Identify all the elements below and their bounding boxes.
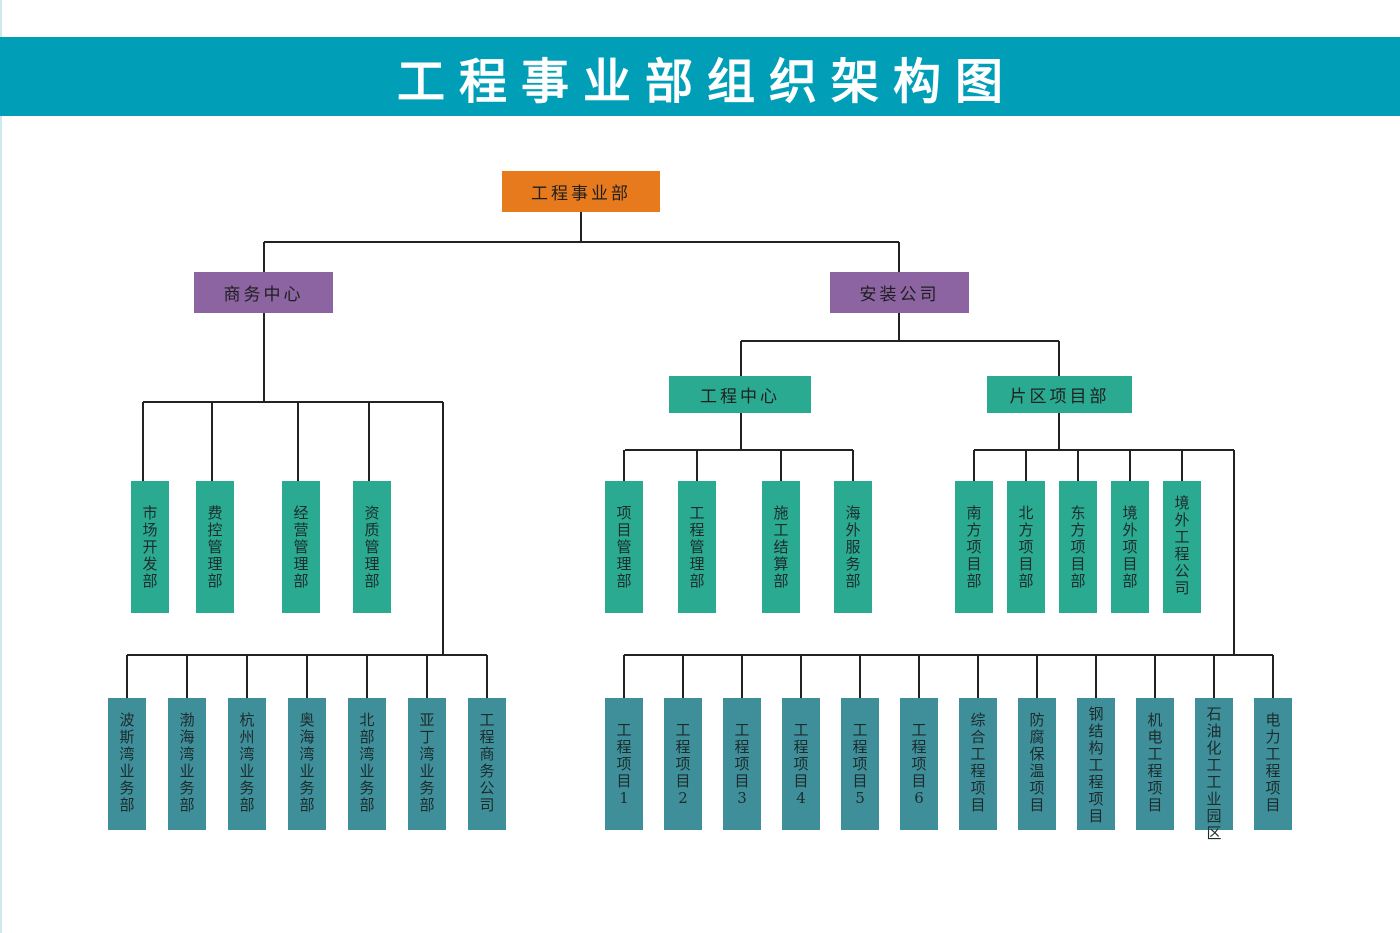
org-unit-label: 北部湾业务部 xyxy=(359,711,375,814)
org-unit-label: 境外项目部 xyxy=(1122,504,1138,590)
org-unit-box[interactable]: 渤海湾业务部 xyxy=(168,698,206,830)
node-anzhuang-company[interactable]: 安装公司 xyxy=(830,272,969,313)
org-unit-box[interactable]: 北方项目部 xyxy=(1007,481,1045,613)
org-unit-label: 工程商务公司 xyxy=(479,711,495,814)
org-unit-box[interactable]: 市场开发部 xyxy=(131,481,169,613)
node-label: 安装公司 xyxy=(859,285,940,305)
org-unit-label: 防腐保温项目 xyxy=(1029,711,1045,814)
org-unit-box[interactable]: 东方项目部 xyxy=(1059,481,1097,613)
org-unit-box[interactable]: 机电工程项目 xyxy=(1136,698,1174,830)
root-label: 工程事业部 xyxy=(531,184,631,204)
org-unit-label: 杭州湾业务部 xyxy=(239,711,255,814)
org-unit-box[interactable]: 项目管理部 xyxy=(605,481,643,613)
node-label: 片区项目部 xyxy=(1009,387,1110,407)
org-unit-label: 工程管理部 xyxy=(689,504,705,590)
node-shangwu-center[interactable]: 商务中心 xyxy=(194,272,333,313)
org-unit-box[interactable]: 工程管理部 xyxy=(678,481,716,613)
org-unit-label: 费控管理部 xyxy=(207,504,223,590)
org-unit-box[interactable]: 资质管理部 xyxy=(353,481,391,613)
root-node[interactable]: 工程事业部 xyxy=(502,171,660,212)
org-unit-box[interactable]: 钢结构工程项目 xyxy=(1077,698,1115,830)
org-unit-label: 机电工程项目 xyxy=(1147,711,1163,814)
org-unit-box[interactable]: 境外工程公司 xyxy=(1163,481,1201,613)
org-unit-label: 波斯湾业务部 xyxy=(119,711,135,814)
org-unit-label: 奥海湾业务部 xyxy=(299,711,315,814)
org-unit-label: 钢结构工程项目 xyxy=(1088,705,1104,825)
org-unit-label: 东方项目部 xyxy=(1070,504,1086,590)
frame-edge xyxy=(0,0,2,933)
org-unit-box[interactable]: 防腐保温项目 xyxy=(1018,698,1056,830)
org-unit-box[interactable]: 工程商务公司 xyxy=(468,698,506,830)
org-unit-label: 南方项目部 xyxy=(966,504,982,590)
org-unit-box[interactable]: 海外服务部 xyxy=(834,481,872,613)
node-pianqu-department[interactable]: 片区项目部 xyxy=(987,376,1132,413)
node-label: 工程中心 xyxy=(700,387,780,407)
org-unit-label: 石油化工工业园区 xyxy=(1206,705,1222,842)
org-unit-box[interactable]: 石油化工工业园区 xyxy=(1195,698,1233,842)
org-unit-label: 亚丁湾业务部 xyxy=(419,711,435,814)
org-unit-label: 海外服务部 xyxy=(845,504,861,590)
org-unit-box[interactable]: 境外项目部 xyxy=(1111,481,1149,613)
node-label: 商务中心 xyxy=(223,285,304,305)
org-unit-label: 北方项目部 xyxy=(1018,504,1034,590)
title-banner: 工程事业部组织架构图 xyxy=(0,37,1400,116)
org-unit-label: 市场开发部 xyxy=(142,504,158,590)
org-unit-label: 渤海湾业务部 xyxy=(179,711,195,814)
org-unit-label: 施工结算部 xyxy=(773,504,789,590)
org-unit-label: 综合工程项目 xyxy=(970,711,986,814)
org-unit-box[interactable]: 波斯湾业务部 xyxy=(108,698,146,830)
org-unit-box[interactable]: 综合工程项目 xyxy=(959,698,997,830)
org-unit-label: 电力工程项目 xyxy=(1265,711,1281,814)
org-unit-box[interactable]: 电力工程项目 xyxy=(1254,698,1292,830)
page-title: 工程事业部组织架构图 xyxy=(396,53,1017,110)
org-unit-box[interactable]: 亚丁湾业务部 xyxy=(408,698,446,830)
org-unit-box[interactable]: 杭州湾业务部 xyxy=(228,698,266,830)
org-unit-label: 项目管理部 xyxy=(616,504,632,590)
org-unit-box[interactable]: 费控管理部 xyxy=(196,481,234,613)
org-unit-box[interactable]: 南方项目部 xyxy=(955,481,993,613)
org-unit-box[interactable]: 北部湾业务部 xyxy=(348,698,386,830)
org-unit-box[interactable]: 经营管理部 xyxy=(282,481,320,613)
org-unit-label: 经营管理部 xyxy=(293,504,309,590)
org-unit-box[interactable]: 施工结算部 xyxy=(762,481,800,613)
org-unit-label: 境外工程公司 xyxy=(1174,494,1190,597)
org-unit-label: 资质管理部 xyxy=(364,504,380,590)
org-unit-box[interactable]: 奥海湾业务部 xyxy=(288,698,326,830)
node-gongcheng-center[interactable]: 工程中心 xyxy=(669,376,811,413)
